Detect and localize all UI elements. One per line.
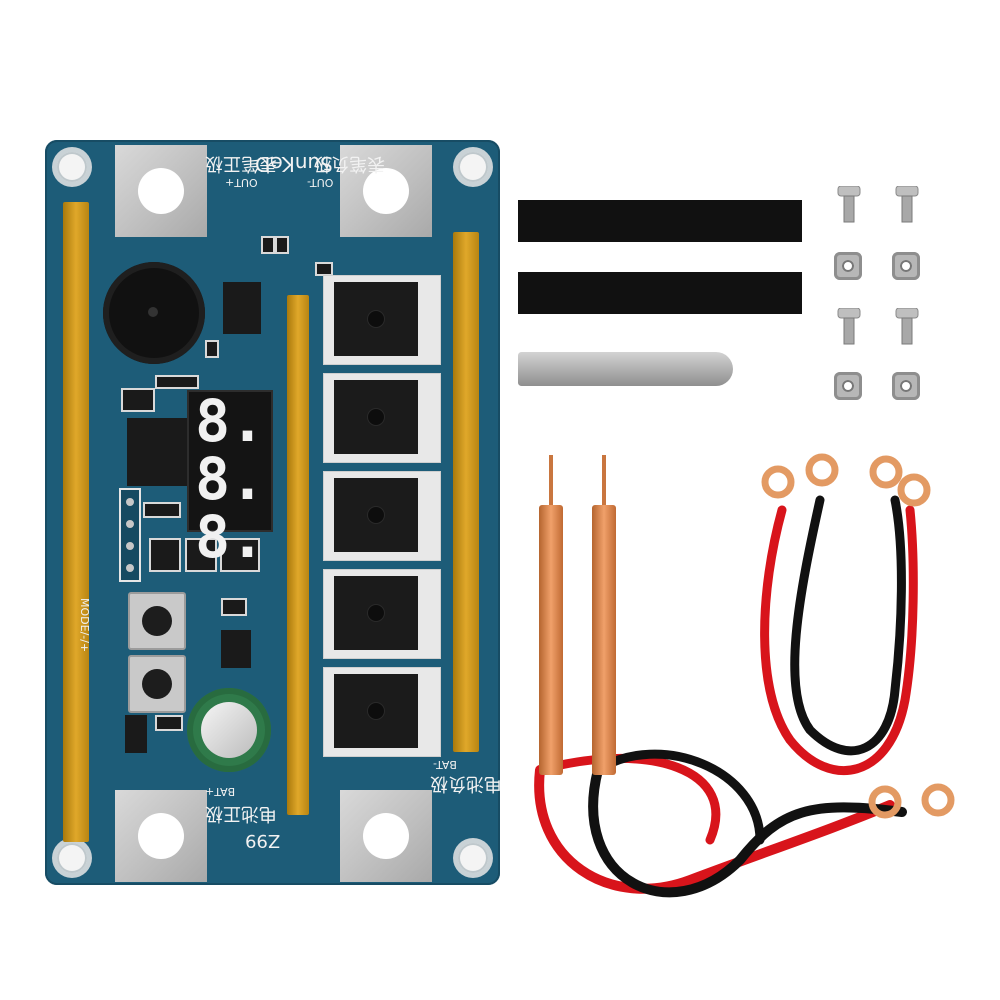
- smd-component: [155, 375, 199, 389]
- smd-component: [261, 236, 275, 254]
- seven-segment-display: 8. 8. 8.: [187, 387, 273, 566]
- buzzer: [103, 262, 205, 364]
- welding-pen: [592, 505, 616, 775]
- nut-icon: [834, 372, 862, 400]
- adjust-button[interactable]: [128, 655, 186, 713]
- smd-component: [149, 538, 181, 572]
- nickel-strip-tape: [518, 200, 802, 242]
- terminal-pad-bat-pos: [115, 790, 207, 882]
- label-bat-neg: BAT-: [433, 758, 457, 771]
- bus-strip-middle: [287, 295, 309, 815]
- smd-component: [121, 388, 155, 412]
- smd-component: [155, 715, 183, 731]
- label-out-neg: OUT-: [307, 176, 334, 189]
- pen-tip: [602, 455, 606, 510]
- label-bat-neg-cn: 电池负极: [430, 773, 502, 794]
- label-bat-pos-cn: 电池正极: [205, 803, 277, 824]
- mounting-hole-top-left: [57, 152, 87, 182]
- mode-button[interactable]: [128, 592, 186, 650]
- smd-component: [220, 538, 260, 572]
- screw-icon: [837, 308, 861, 345]
- regulator-chip: [223, 282, 261, 334]
- microcontroller-chip: [127, 418, 187, 486]
- smd-diode: [125, 715, 147, 753]
- bus-strip-right: [453, 232, 479, 752]
- terminal-pad-out-neg: [340, 145, 432, 237]
- smd-transistor: [221, 630, 251, 668]
- mosfet: [323, 373, 441, 463]
- screw-icon: [895, 186, 919, 223]
- smd-component: [315, 262, 333, 276]
- smd-component: [185, 538, 217, 572]
- display-digit: 8.: [195, 445, 265, 513]
- terminal-pad-out-pos: [115, 145, 207, 237]
- mounting-hole-bottom-left: [57, 843, 87, 873]
- mounting-hole-top-right: [458, 152, 488, 182]
- screw-icon: [895, 308, 919, 345]
- nut-icon: [834, 252, 862, 280]
- mosfet: [323, 569, 441, 659]
- spot-welder-board: 表笔正极 OUT+ SunKeD 表笔负极 OUT- BAT+ 电池正极 Z99…: [45, 140, 502, 885]
- smd-component: [205, 340, 219, 358]
- mode-label: MODE/-/+: [78, 598, 91, 653]
- header-pins: [119, 488, 141, 582]
- nut-icon: [892, 252, 920, 280]
- display-digit: 8.: [195, 503, 265, 571]
- label-out-neg-cn: 表笔负极: [313, 153, 385, 174]
- mosfet: [323, 471, 441, 561]
- label-out-pos: OUT+: [225, 176, 258, 189]
- metal-clip: [518, 352, 733, 386]
- pen-tip: [549, 455, 553, 510]
- nickel-strip-tape: [518, 272, 802, 314]
- label-bat-pos: BAT+: [205, 785, 236, 798]
- mosfet: [323, 275, 441, 365]
- nut-icon: [892, 372, 920, 400]
- model-label: Z99: [245, 830, 281, 851]
- mosfet: [323, 667, 441, 757]
- capacitor: [187, 688, 271, 772]
- smd-component: [275, 236, 289, 254]
- screw-icon: [837, 186, 861, 223]
- bus-strip-left: [63, 202, 89, 842]
- smd-component: [221, 598, 247, 616]
- terminal-pad-bat-neg: [340, 790, 432, 882]
- smd-component: [143, 502, 181, 518]
- welding-cables: [534, 453, 955, 898]
- welding-pen: [539, 505, 563, 775]
- mounting-hole-bottom-right: [458, 843, 488, 873]
- display-digit: 8.: [195, 387, 265, 455]
